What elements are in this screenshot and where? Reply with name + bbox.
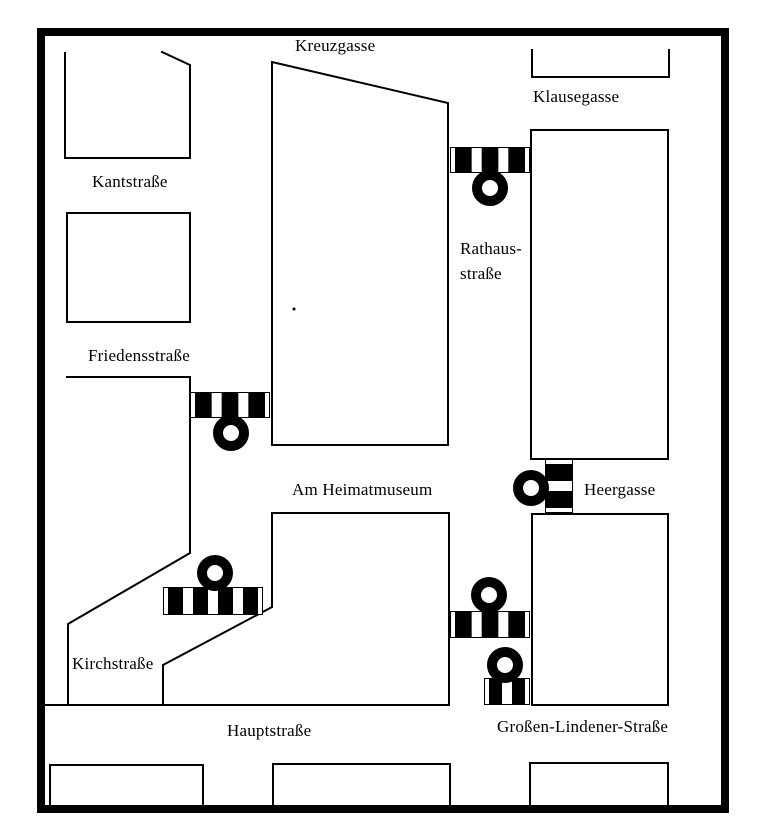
bottom-building-right — [529, 762, 669, 806]
hauptstrasse-lower-crossing-stripe — [489, 678, 502, 705]
friedensstrasse-crossing-stripe — [221, 392, 239, 418]
klausegasse-street-edge — [531, 49, 670, 78]
friedensstrasse-building — [66, 212, 191, 323]
friedensstrasse-crossing — [190, 392, 270, 418]
kreuzgasse-building — [271, 60, 449, 446]
rathausstrasse-crossing — [450, 147, 530, 173]
heergasse-crossing-stripe — [545, 491, 573, 508]
friedensstrasse-street-edge — [66, 376, 191, 706]
friedensstrasse-crossing-stripe — [195, 392, 212, 418]
rathaus-building — [530, 129, 669, 460]
kirchstrasse-crossing-stripe — [168, 587, 183, 615]
hauptstrasse-lower-crossing-stripe — [512, 678, 525, 705]
hauptstrasse-upper-crossing — [450, 611, 530, 638]
rathausstrasse-crossing-stripe — [508, 147, 525, 173]
grossen-lindener-building — [531, 513, 669, 706]
rathausstrasse-crossing-stripe — [481, 147, 499, 173]
hauptstrasse-upper-crossing-stripe — [455, 611, 472, 638]
hauptstrasse-upper-crossing-stripe — [508, 611, 525, 638]
map-frame — [37, 28, 729, 813]
bottom-building-middle — [272, 763, 451, 806]
heergasse-crossing-stripe — [545, 464, 573, 481]
kantstrasse-building — [64, 50, 191, 159]
kirchstrasse-signal-traffic-light-icon — [197, 555, 233, 591]
hauptstrasse-upper-signal-traffic-light-icon — [471, 577, 507, 613]
hauptstrasse-upper-crossing-stripe — [481, 611, 499, 638]
hauptstrasse-lower-signal-traffic-light-icon — [487, 647, 523, 683]
heergasse-signal-traffic-light-icon — [513, 470, 549, 506]
kirchstrasse-crossing-stripe — [243, 587, 258, 615]
rathausstrasse-crossing-stripe — [455, 147, 472, 173]
bottom-building-left — [49, 764, 204, 806]
kirchstrasse-crossing — [163, 587, 263, 615]
kirchstrasse-crossing-stripe — [218, 587, 233, 615]
stray-dot — [292, 307, 296, 311]
friedensstrasse-crossing-stripe — [248, 392, 265, 418]
heergasse-crossing — [545, 459, 573, 513]
kirchstrasse-crossing-stripe — [193, 587, 208, 615]
friedensstrasse-signal-traffic-light-icon — [213, 415, 249, 451]
rathausstrasse-signal-traffic-light-icon — [472, 170, 508, 206]
